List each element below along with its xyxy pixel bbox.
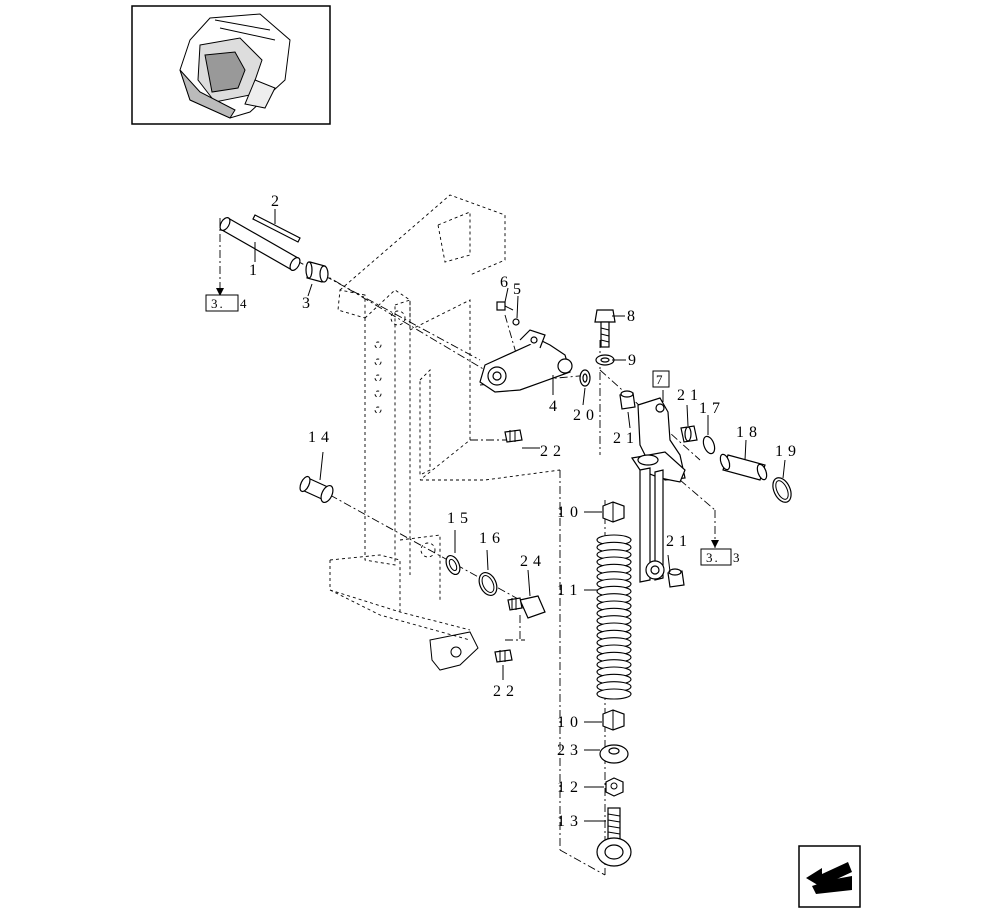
label-part-11: 11 [557, 582, 582, 599]
part-13-eye-bolt [596, 807, 632, 867]
part-22-grease-fitting [504, 429, 523, 443]
part-22-grease-fitting [494, 649, 513, 663]
part-3-bushing [305, 261, 329, 283]
label-part-22: 22 [540, 443, 566, 460]
part-19-snap-ring [772, 477, 792, 503]
machine-thumbnail-icon [131, 5, 331, 125]
part-20-washer [579, 369, 591, 387]
reference-box-label: 3. [706, 550, 720, 565]
label-part-9: 9 [628, 352, 641, 369]
part-21-bushing [667, 568, 685, 588]
part-11-spring [596, 534, 632, 700]
label-part-24: 24 [520, 553, 546, 570]
label-part-23: 23 [557, 742, 583, 759]
label-part-2: 2 [271, 193, 284, 210]
label-part-21: 21 [677, 387, 703, 404]
label-part-8: 8 [627, 308, 640, 325]
label-part-10: 10 [557, 714, 583, 731]
label-part-18: 18 [736, 424, 762, 441]
label-part-10: 10 [557, 504, 583, 521]
label-part-1: 1 [249, 262, 262, 279]
ref-arrow [711, 540, 719, 548]
back-arrow-icon[interactable] [798, 845, 861, 908]
part-23-washer [599, 744, 629, 764]
leader-lines [219, 209, 786, 822]
part-14-bushing [299, 475, 334, 504]
label-part-6: 6 [500, 274, 513, 291]
label-part-13: 13 [557, 813, 583, 830]
label-part-21: 21 [666, 533, 692, 550]
part-1-pin [219, 217, 301, 271]
part-labels: 2 1 3 6 5 4 8 9 20 21 17 21 18 19 22 14 … [249, 193, 801, 830]
part-21-bushing [680, 425, 698, 443]
label-part-5: 5 [513, 281, 526, 298]
label-part-15: 15 [447, 510, 473, 527]
part-21-bushing [619, 390, 636, 410]
part-24-block [507, 595, 546, 619]
label-part-4: 4 [549, 398, 562, 415]
reference-box-3-3[interactable]: 3. 3 [700, 548, 742, 566]
callout-box-7: 7 [652, 370, 670, 388]
part-15-washer [445, 554, 461, 576]
main-frame [329, 194, 561, 671]
label-part-12: 12 [557, 779, 583, 796]
reference-box-page: 3 [733, 550, 742, 565]
part-12-nut [605, 777, 624, 797]
ref-arrow [216, 288, 224, 296]
part-8-bolt [594, 309, 616, 348]
part-16-ring [478, 572, 498, 596]
label-part-20: 20 [573, 407, 599, 424]
label-part-17: 17 [699, 400, 725, 417]
spring-coil [596, 688, 632, 700]
part-10-nut [602, 709, 625, 731]
part-10-nut [602, 501, 625, 523]
label-part-21: 21 [613, 430, 639, 447]
part-4-lever [479, 329, 573, 393]
part-7-arm-assembly [630, 397, 686, 583]
part-2-cotter [252, 214, 301, 243]
reference-box-3-4[interactable]: 3. 4 [205, 294, 249, 312]
part-9-washer [595, 354, 615, 366]
reference-box-page: 4 [240, 296, 249, 311]
label-part-22: 22 [493, 683, 519, 700]
label-part-14: 14 [308, 429, 334, 446]
label-part-19: 19 [775, 443, 801, 460]
part-17-snap-ring [702, 435, 716, 455]
part-18-pin [719, 453, 768, 481]
part-6-bolt [496, 301, 514, 311]
callout-7-label: 7 [656, 372, 665, 387]
label-part-16: 16 [479, 530, 505, 547]
label-part-3: 3 [302, 295, 315, 312]
reference-box-label: 3. [211, 296, 225, 311]
part-5-grease [512, 318, 520, 326]
